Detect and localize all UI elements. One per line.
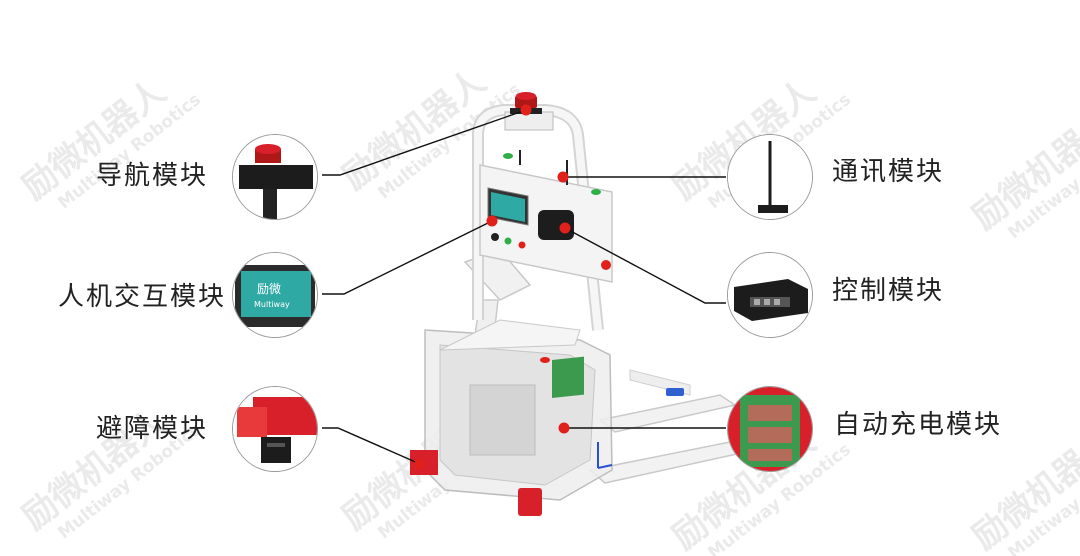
marker-communication xyxy=(557,171,569,183)
label-communication-module: 通讯模块 xyxy=(832,157,945,187)
leader-hmi xyxy=(322,220,493,295)
leader-obstacle xyxy=(322,427,421,465)
marker-navigation xyxy=(520,104,532,116)
thumb-obstacle xyxy=(232,386,318,472)
leader-lines xyxy=(322,109,726,465)
hmi-screen xyxy=(487,187,529,226)
callout-markers xyxy=(414,104,571,470)
chassis-body xyxy=(424,319,613,501)
thumb-navigation xyxy=(232,134,318,220)
charging-plate xyxy=(552,356,584,398)
marker-control xyxy=(559,222,571,234)
label-control-module: 控制模块 xyxy=(832,276,945,306)
button-green xyxy=(504,237,512,245)
label-navigation-module: 导航模块 xyxy=(96,161,209,191)
button-red xyxy=(518,241,526,249)
leader-navigation xyxy=(322,109,527,176)
obstacle-sensor-front xyxy=(518,488,542,516)
thumb-communication xyxy=(727,134,813,220)
axis-marker xyxy=(597,442,613,469)
estop-side xyxy=(601,260,611,270)
leader-control xyxy=(564,227,726,304)
fork-arms xyxy=(588,369,757,484)
label-obstacle-module: 避障模块 xyxy=(96,414,209,444)
status-light-green xyxy=(503,153,513,159)
hmi-brand-cn: 励微 xyxy=(257,282,281,296)
thumb-charging xyxy=(727,386,813,472)
marker-charging xyxy=(558,422,570,434)
thumb-hmi: 励微 Multiway xyxy=(232,252,318,338)
marker-obstacle xyxy=(414,458,426,470)
label-hmi-module: 人机交互模块 xyxy=(58,282,227,312)
thumb-control xyxy=(727,252,813,338)
hmi-brand-en: Multiway xyxy=(254,300,290,309)
label-charging-module: 自动充电模块 xyxy=(834,410,1003,440)
status-light-green xyxy=(591,189,601,195)
marker-hmi xyxy=(486,215,498,227)
knob xyxy=(491,233,499,241)
